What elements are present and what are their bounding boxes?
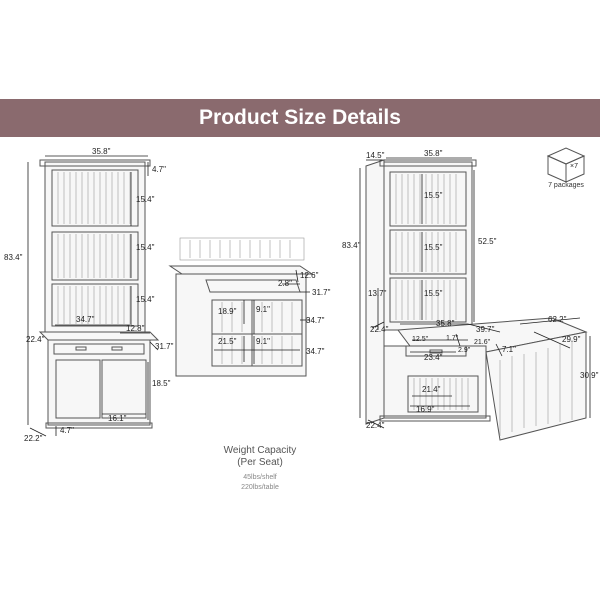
right-cabinet-width-label: 21.4" xyxy=(422,385,441,394)
right-shelf2-label: 15.5" xyxy=(424,243,443,252)
right-unit-dimensions xyxy=(359,157,591,429)
weight-title-line2: (Per Seat) xyxy=(237,457,283,468)
mid-drawer-gap-label: 2.8" xyxy=(278,279,292,288)
dimension-labels: 35.8" 4.7" 83.4" 15.4" 15.4" 15.4" 34.7"… xyxy=(4,147,599,443)
middle-unit-dimensions xyxy=(214,269,310,364)
left-width-label: 35.8" xyxy=(92,147,111,156)
weight-capacity-block: Weight Capacity (Per Seat) 45lbs/shelf 2… xyxy=(210,445,310,493)
weight-capacity-title: Weight Capacity (Per Seat) xyxy=(210,445,310,469)
left-drawer-offset-label: 12.8" xyxy=(126,324,145,333)
right-drawer-gap-label: 1.7" xyxy=(446,335,459,342)
right-shelf3-label: 15.5" xyxy=(424,289,443,298)
mid-drawer-depth-label: 12.6" xyxy=(300,271,319,280)
right-knee-gap-label: 2.9" xyxy=(458,347,471,354)
right-width-label: 35.8" xyxy=(424,149,443,158)
mid-shelf-gap2-label: 9.1" xyxy=(256,337,270,346)
right-height-label: 83.4" xyxy=(342,241,361,250)
left-shelf3-label: 15.4" xyxy=(136,295,155,304)
weight-title-line1: Weight Capacity xyxy=(223,445,297,456)
right-knee-height-label: 7.1" xyxy=(502,345,516,354)
package-count-badge: ×7 xyxy=(570,163,578,170)
right-table-depth-label: 39.7" xyxy=(476,325,495,334)
right-unit-drawing xyxy=(365,159,588,441)
mid-inner-depth-label: 21.5" xyxy=(218,337,237,346)
left-counter-width-label: 31.7" xyxy=(155,342,174,351)
right-table-length-label: 62.2" xyxy=(548,315,567,324)
middle-unit-drawing xyxy=(168,237,314,377)
mid-inner-height-label: 18.9" xyxy=(218,307,237,316)
right-lower-width-label: 16.9" xyxy=(416,405,435,414)
left-door-width-label: 16.1" xyxy=(108,414,127,423)
weight-table: 220lbs/table xyxy=(241,484,279,491)
left-top-depth-label: 4.7" xyxy=(152,165,166,174)
weight-shelf: 45lbs/shelf xyxy=(243,474,277,481)
left-unit-dimensions xyxy=(27,155,159,437)
package-box-icon xyxy=(546,147,586,183)
right-upper-height-label: 52.5" xyxy=(478,237,497,246)
right-side-gap-label: 13.7" xyxy=(368,289,387,298)
page-title: Product Size Details xyxy=(199,106,401,129)
right-table-height-label: 30.9" xyxy=(580,371,599,380)
mid-inner-width-label: 34.7" xyxy=(306,316,325,325)
left-cabinet-height-label: 18.5" xyxy=(152,379,171,388)
mid-drawer-width-label: 31.7" xyxy=(312,288,331,297)
right-drawer-width-label: 12.5" xyxy=(412,336,429,343)
right-drawer-depth-label: 21.6" xyxy=(474,339,491,346)
left-base-height-label: 4.7" xyxy=(60,426,74,435)
left-depth-label: 22.4" xyxy=(26,335,45,344)
title-banner: Product Size Details xyxy=(0,99,600,137)
left-inner-width-label: 34.7" xyxy=(76,315,95,324)
left-height-label: 83.4" xyxy=(4,253,23,262)
left-base-depth-label: 22.2" xyxy=(24,434,43,443)
left-shelf1-label: 15.4" xyxy=(136,195,155,204)
mid-bottom-width-label: 34.7" xyxy=(306,347,325,356)
right-shelf1-label: 15.5" xyxy=(424,191,443,200)
right-side-depth-label: 14.5" xyxy=(366,151,385,160)
right-base-depth-label: 22.4" xyxy=(370,325,389,334)
right-table-width-label: 29.9" xyxy=(562,335,581,344)
package-count-label: 7 packages xyxy=(548,182,584,189)
right-inner-width-label: 35.8" xyxy=(436,319,455,328)
right-knee-width-label: 23.4" xyxy=(424,353,443,362)
left-unit-drawing xyxy=(38,159,160,429)
left-shelf2-label: 15.4" xyxy=(136,243,155,252)
mid-shelf-gap1-label: 9.1" xyxy=(256,305,270,314)
right-footprint-depth-label: 22.4" xyxy=(366,421,385,430)
